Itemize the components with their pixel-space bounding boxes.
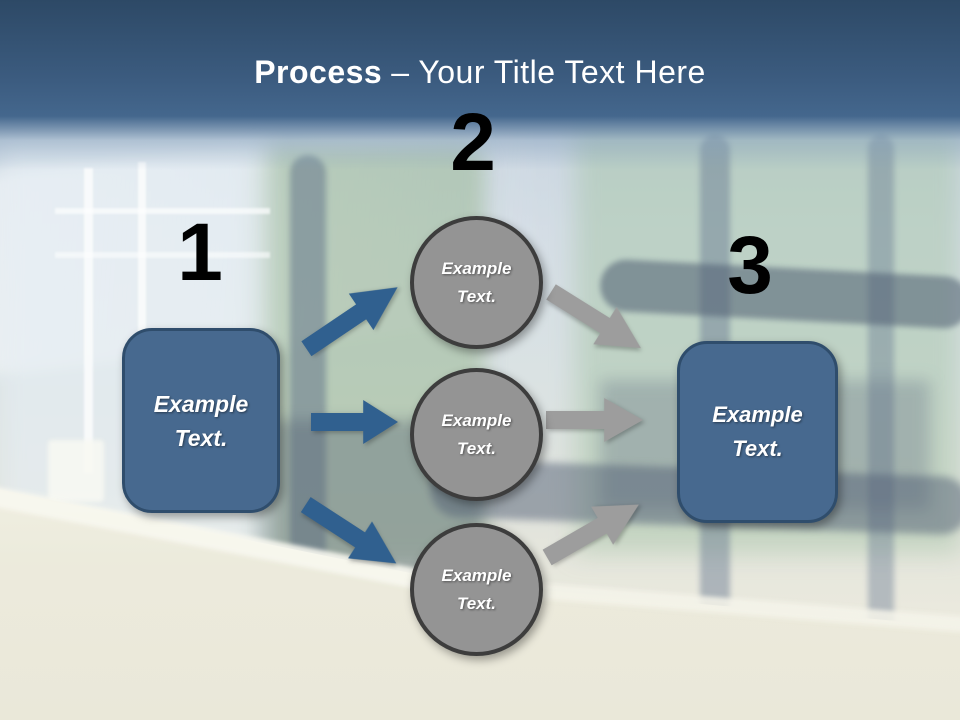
step-1-number[interactable]: 1 [177,207,223,298]
arrow-step1-to-circle-bottom[interactable] [294,486,409,582]
slide-title-emphasis: Process [254,54,383,90]
arrow-circle-top-to-step3[interactable] [539,273,652,366]
block-arrow-icon [542,504,639,566]
step-1-box[interactable]: Example Text. [122,328,280,513]
step-3-box-label: Example Text. [712,402,803,461]
bg-green-tank [255,145,485,565]
step-3-number[interactable]: 3 [727,220,773,311]
slide-title[interactable]: Process– Your Title Text Here [0,52,960,92]
block-arrow-icon [301,287,398,357]
bg-ladder-rail-1 [84,168,93,473]
block-arrow-icon [300,497,397,564]
block-arrow-icon [546,284,641,349]
bg-white-container [48,440,104,502]
step-1-box-label: Example Text. [153,390,249,451]
arrow-step1-to-circle-mid[interactable] [311,400,398,444]
step-2-circle-top-label: Example Text. [441,258,512,306]
step-2-circle-mid[interactable]: Example Text. [410,368,543,501]
arrow-circle-bottom-to-step3[interactable] [536,485,650,576]
block-arrow-icon [546,398,643,442]
step-3-box[interactable]: Example Text. [677,341,838,523]
arrow-circle-mid-to-step3[interactable] [546,398,643,442]
step-2-circle-bottom[interactable]: Example Text. [410,523,543,656]
block-arrow-icon [311,400,398,444]
slide-title-rest: – Your Title Text Here [391,54,706,90]
step-2-circle-mid-label: Example Text. [441,410,512,458]
step-2-number[interactable]: 2 [450,97,496,188]
step-2-circle-bottom-label: Example Text. [441,565,512,613]
arrow-step1-to-circle-top[interactable] [294,269,410,367]
bg-pipe-vertical-right-2 [868,135,894,635]
step-2-circle-top[interactable]: Example Text. [410,216,543,349]
